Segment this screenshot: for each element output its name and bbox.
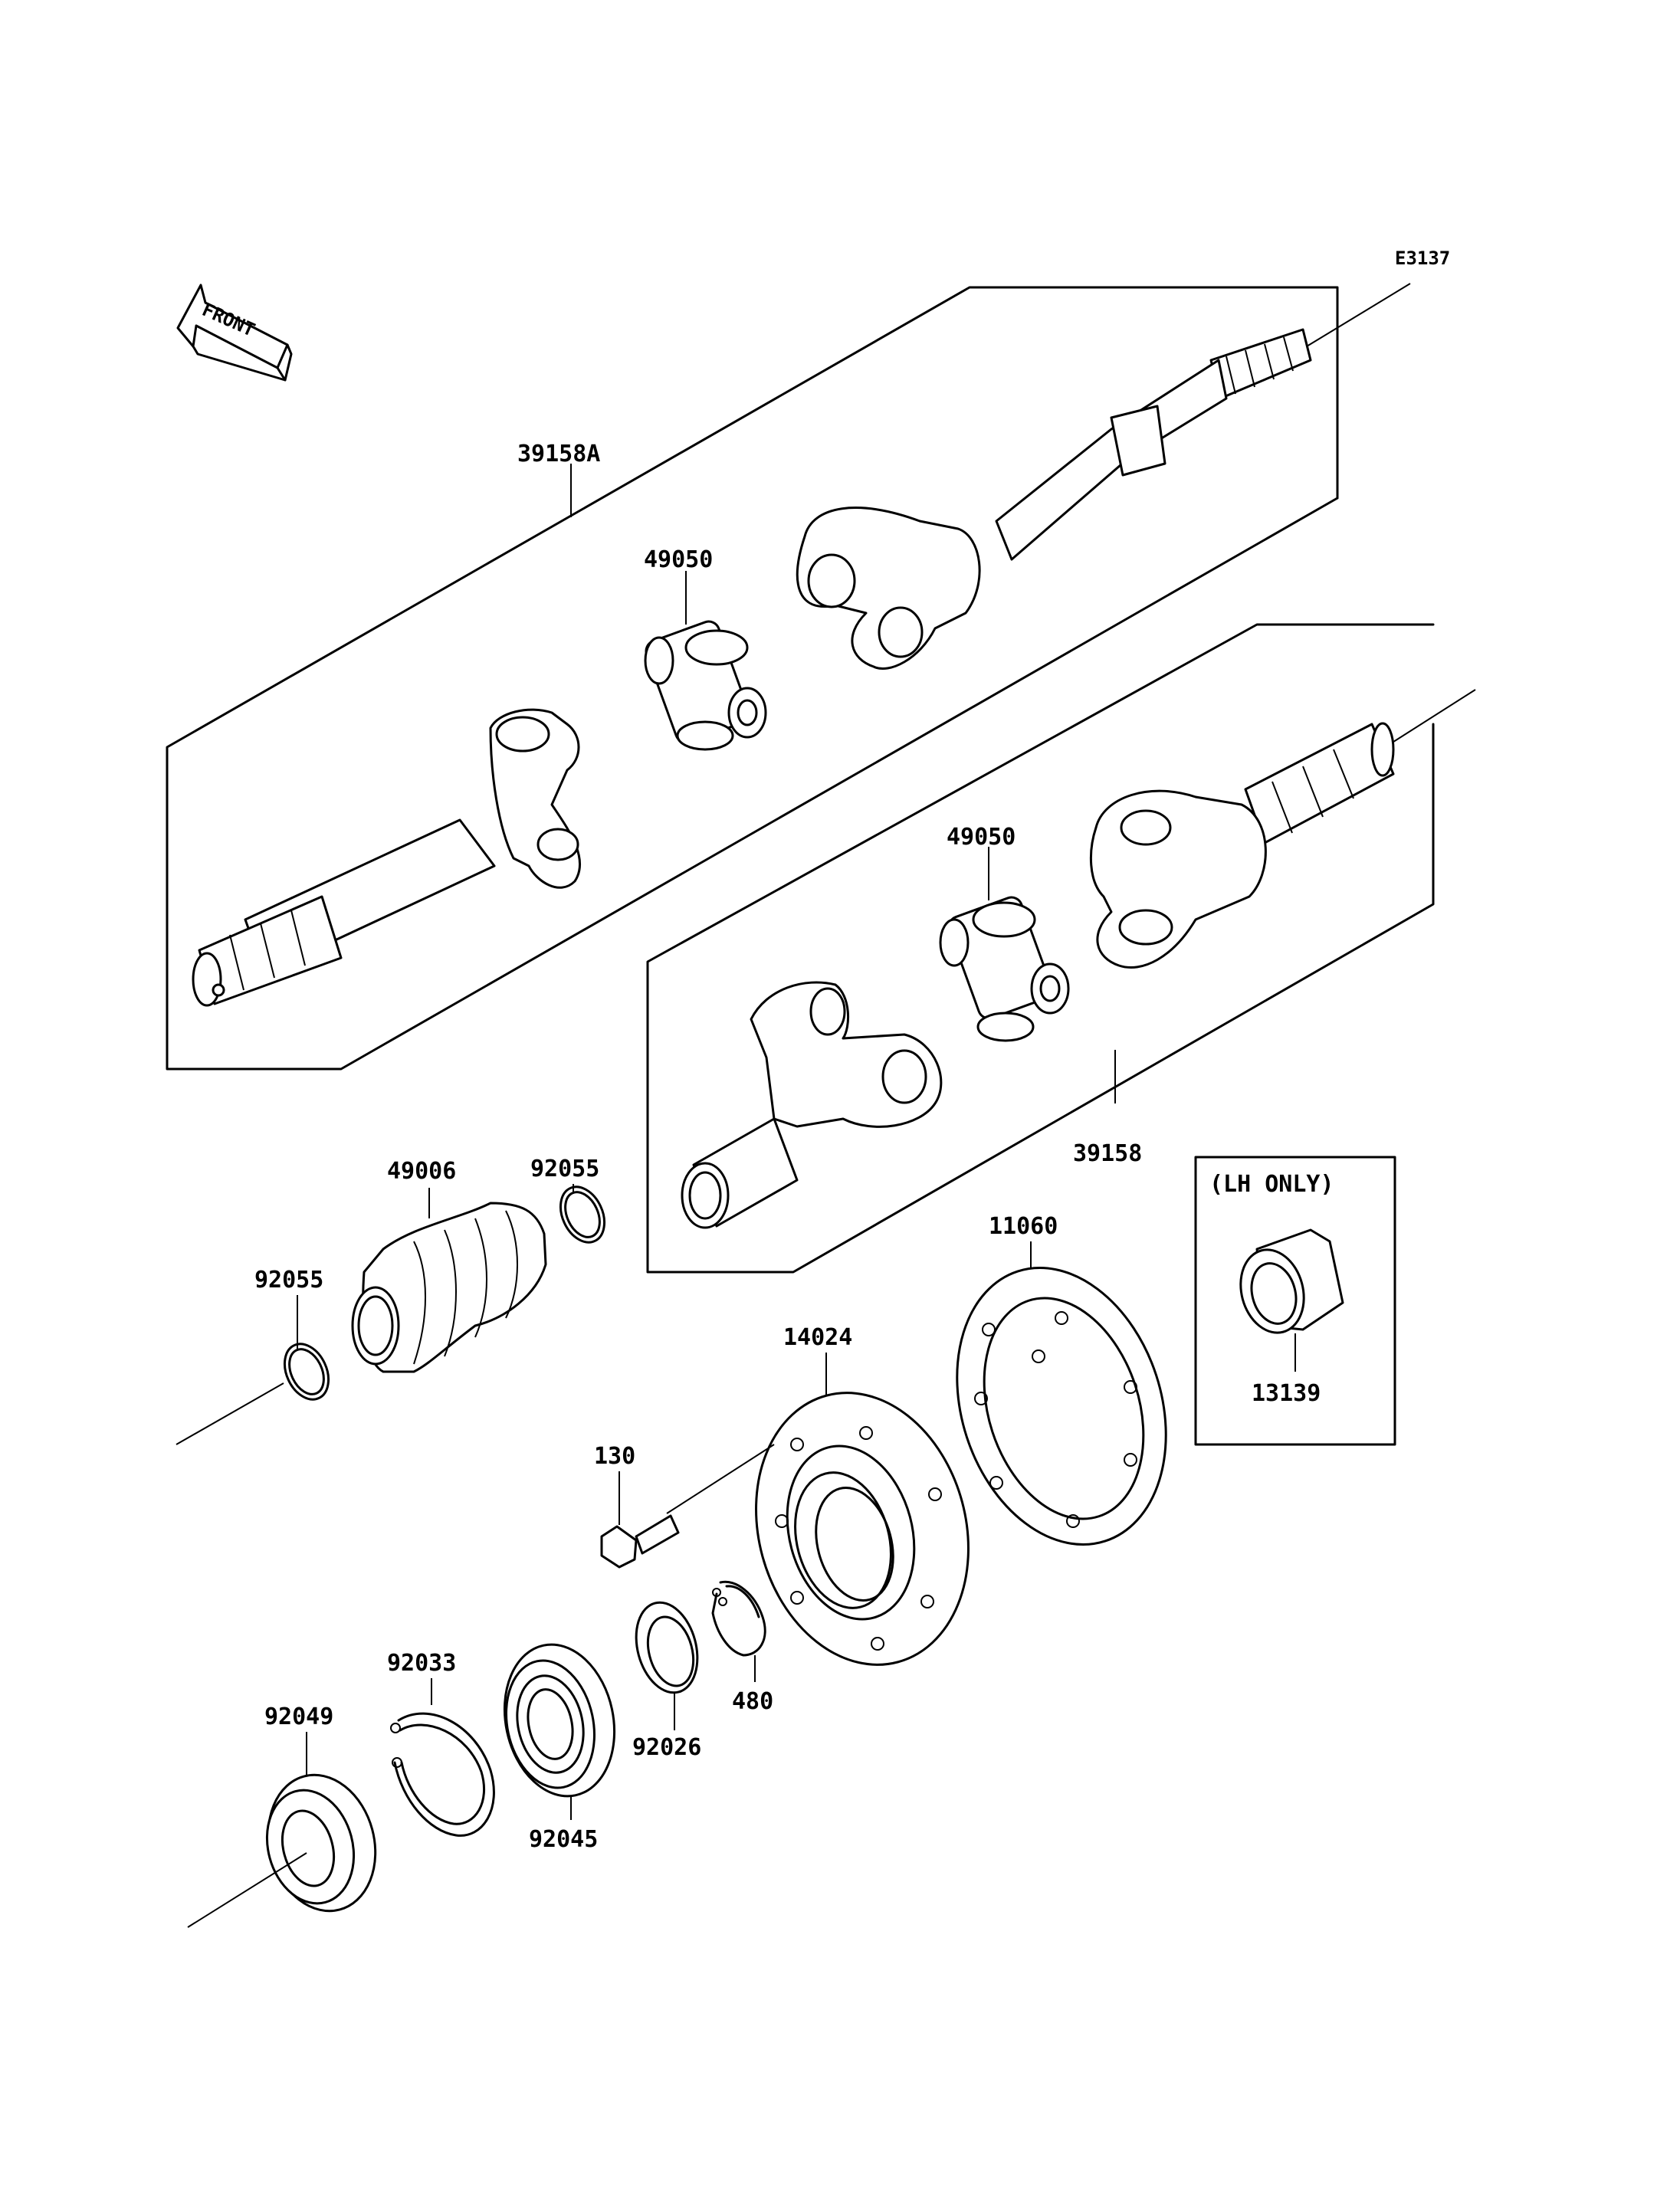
- label-11060: 11060: [989, 1213, 1058, 1240]
- label-14024: 14024: [783, 1324, 852, 1351]
- shaft-39158A: 39158A: [166, 283, 1411, 1071]
- label-39158: 39158: [1073, 1140, 1142, 1167]
- lh-only-label: (LH ONLY): [1209, 1171, 1334, 1198]
- label-13139: 13139: [1252, 1380, 1321, 1407]
- label-480: 480: [732, 1688, 773, 1715]
- front-arrow-icon: FRONT: [176, 284, 293, 382]
- label-49050-upper: 49050: [644, 546, 713, 573]
- shaft-39158: 39158: [646, 623, 1476, 1274]
- boot-49006: 49006: [351, 1158, 547, 1373]
- ring-92026: 92026: [632, 1601, 701, 1761]
- frame-39158: [646, 623, 1435, 1274]
- snap-ring-480: 480: [711, 1580, 773, 1715]
- shaft-39158A-lower-end: [192, 708, 582, 1007]
- universal-joint-49050-lower: 49050: [939, 824, 1070, 1042]
- oil-seal-92049: 92049: [187, 1703, 377, 1928]
- oring-92055-lower: 92055: [176, 1267, 330, 1445]
- label-92045: 92045: [529, 1826, 598, 1853]
- oring-92055-upper: 92055: [530, 1156, 606, 1244]
- label-92026: 92026: [632, 1734, 701, 1761]
- circlip-92033: 92033: [387, 1650, 495, 1837]
- label-92033: 92033: [387, 1650, 456, 1677]
- label-92055-lower: 92055: [254, 1267, 323, 1294]
- label-49006: 49006: [387, 1158, 456, 1185]
- gasket-11060: 11060: [956, 1213, 1167, 1546]
- label-49050-lower: 49050: [947, 824, 1016, 851]
- label-39158A: 39158A: [517, 441, 600, 467]
- bolt-130: 130: [594, 1443, 680, 1569]
- label-92049: 92049: [264, 1703, 333, 1730]
- lh-only-box: (LH ONLY) 13139: [1194, 1156, 1396, 1446]
- label-130: 130: [594, 1443, 635, 1470]
- diagram-code: E3137: [1395, 248, 1450, 269]
- bearing-92045: 92045: [503, 1643, 616, 1853]
- label-92055-upper: 92055: [530, 1156, 599, 1182]
- universal-joint-49050-upper: 49050: [644, 546, 767, 751]
- housing-14024: 14024: [666, 1324, 970, 1666]
